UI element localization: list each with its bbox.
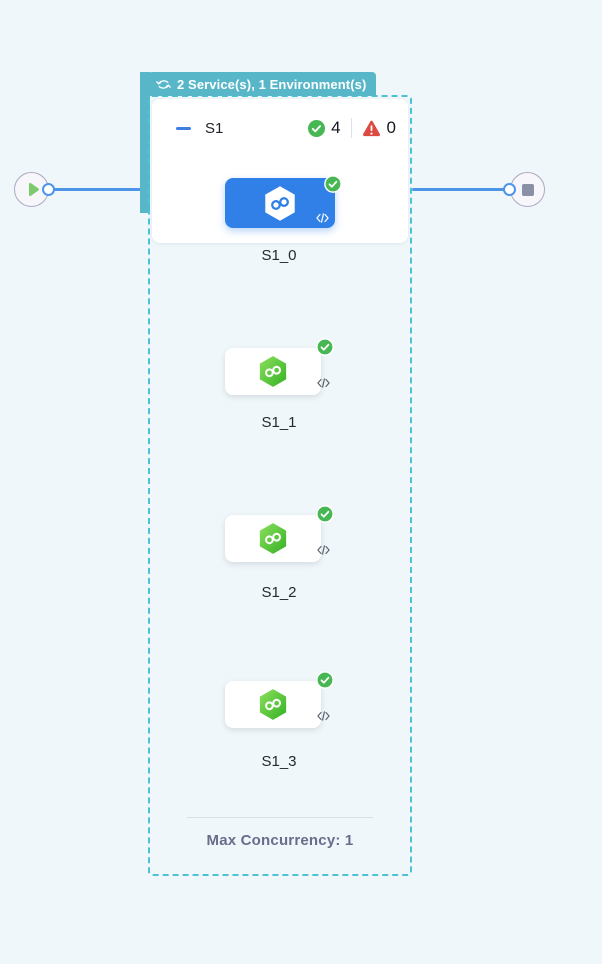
edge-start-to-stage — [52, 188, 141, 191]
badge-label: 2 Service(s), 1 Environment(s) — [177, 76, 367, 92]
matrix-stage-container — [148, 95, 412, 876]
service-hexagon-infinity-icon — [258, 355, 288, 388]
matrix-node-card-s1-2[interactable] — [225, 505, 334, 562]
success-check-icon — [308, 119, 326, 137]
max-concurrency-label: Max Concurrency: 1 — [206, 832, 354, 849]
success-badge-icon — [316, 505, 334, 523]
code-icon — [317, 545, 330, 555]
service-hexagon-infinity-icon — [258, 688, 288, 721]
edge-stage-to-end — [412, 188, 506, 191]
stage-header-row: S1 4 0 — [176, 117, 396, 139]
code-icon — [317, 711, 330, 721]
matrix-node-card-s1-0[interactable] — [225, 175, 342, 228]
matrix-node-card-s1-3[interactable] — [225, 671, 334, 728]
play-icon — [27, 182, 40, 197]
node-label: S1_0 — [261, 247, 297, 264]
node-label: S1_3 — [261, 753, 297, 770]
count-divider — [350, 118, 352, 138]
service-hexagon-infinity-icon — [263, 185, 297, 222]
success-badge-icon — [316, 338, 334, 356]
footer-divider — [187, 817, 373, 818]
service-hexagon-infinity-icon — [258, 522, 288, 555]
start-output-port[interactable] — [42, 183, 55, 196]
services-environments-badge[interactable]: 2 Service(s), 1 Environment(s) — [148, 72, 377, 96]
warning-triangle-icon — [362, 120, 381, 137]
stop-icon — [521, 183, 534, 196]
node-label: S1_2 — [261, 584, 297, 601]
minus-collapse-icon[interactable] — [176, 126, 191, 130]
success-badge-icon — [316, 671, 334, 689]
stage-selection-bar — [140, 72, 150, 213]
error-count: 0 — [386, 118, 396, 137]
loop-icon — [156, 78, 171, 91]
node-label: S1_1 — [261, 414, 297, 431]
code-icon — [316, 213, 329, 223]
success-count: 4 — [331, 118, 341, 137]
end-input-port[interactable] — [503, 183, 516, 196]
code-icon — [317, 378, 330, 388]
success-badge-icon — [324, 175, 342, 193]
stage-name: S1 — [205, 119, 224, 137]
matrix-node-card-s1-1[interactable] — [225, 338, 334, 395]
